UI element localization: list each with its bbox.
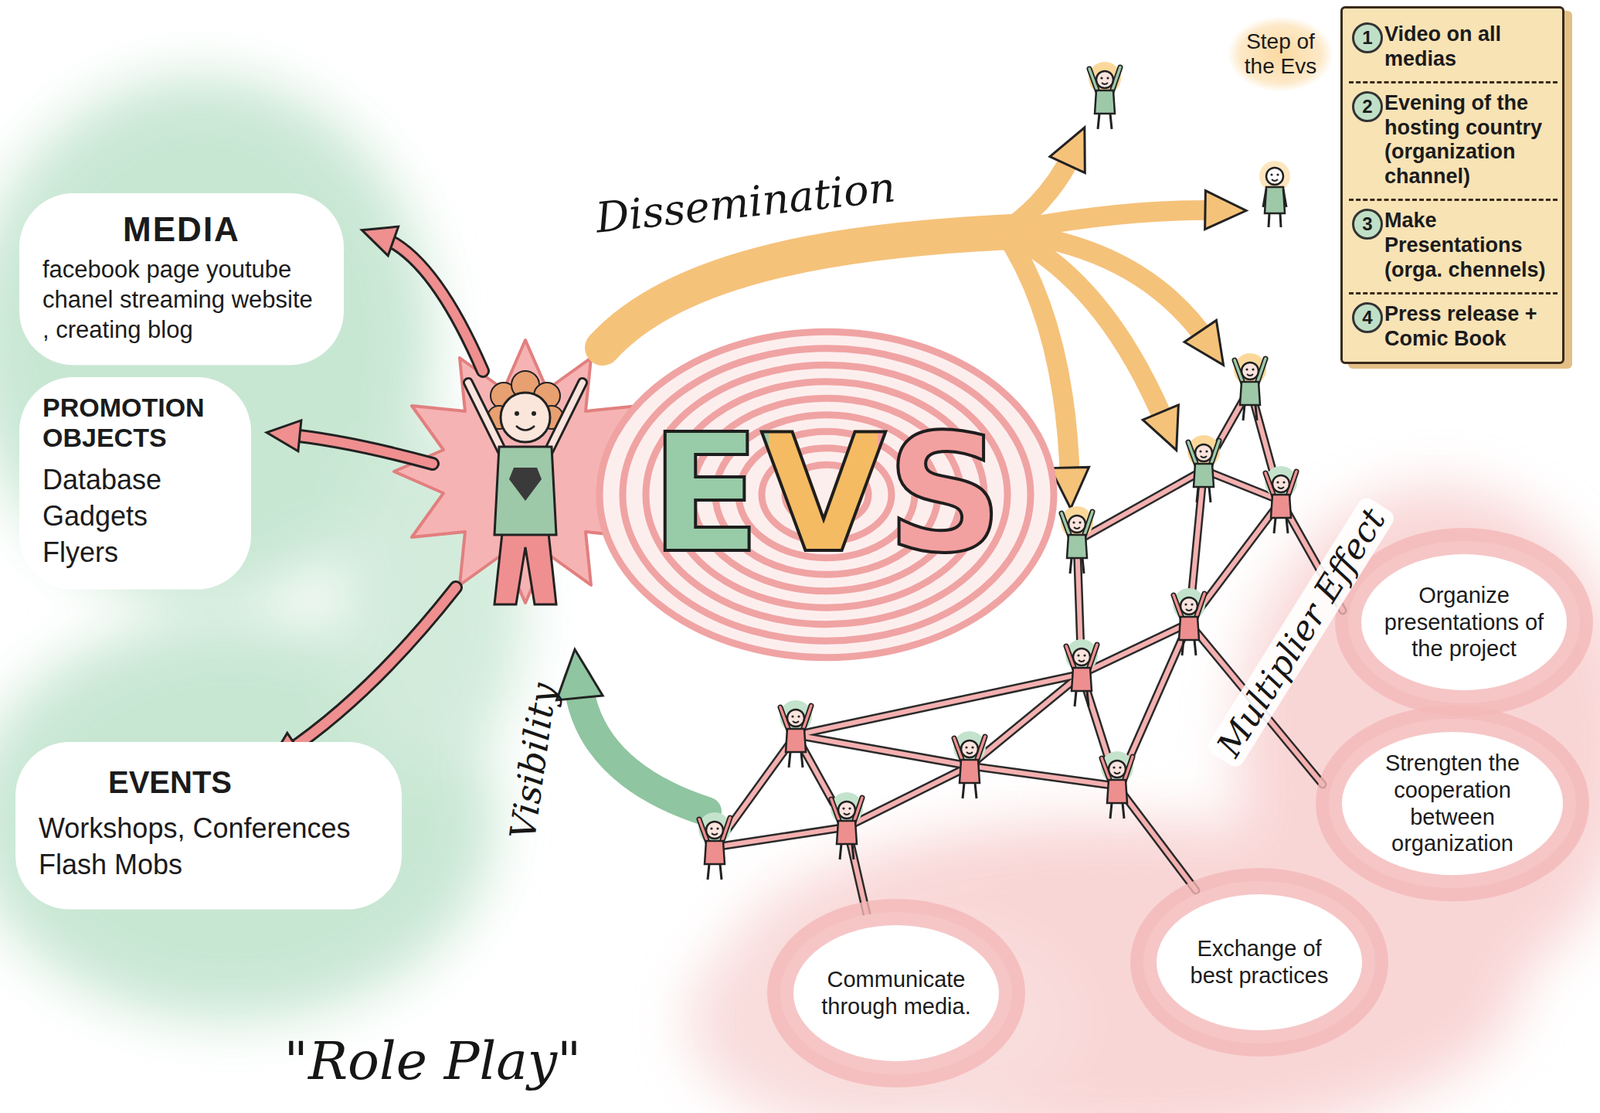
cloud-heading: PROMOTION OBJECTS	[42, 392, 228, 453]
goal-circle-shape	[1143, 880, 1376, 1043]
person-figure	[1233, 353, 1267, 421]
flow-label: Multiplier Effect	[1205, 494, 1398, 770]
goal-circle: Exchange of best practices	[1143, 880, 1376, 1043]
person-figure	[1172, 587, 1206, 656]
spiral-ring	[622, 348, 1031, 641]
step-number: 4	[1352, 302, 1383, 333]
glow-circle	[1348, 540, 1580, 704]
person-figure	[1065, 638, 1098, 707]
visibility-arrow	[577, 679, 707, 812]
goal-circle-shape	[1328, 718, 1577, 888]
person-figure	[698, 811, 731, 880]
sheet-title: "Role Play"	[276, 1029, 590, 1091]
goal-text: Communicate through media.	[815, 965, 978, 1020]
person-figure	[1187, 434, 1220, 503]
promotion-cloud: PROMOTION OBJECTS Database Gadgets Flyers	[19, 377, 252, 590]
goal-text: Strengten the cooperation between organi…	[1363, 749, 1542, 857]
cloud-heading: EVENTS	[38, 764, 379, 800]
media-cloud: MEDIA facebook page youtube chanel stream…	[19, 193, 344, 365]
pink-arrow	[284, 587, 456, 754]
goal-text: Organize presentations of the project	[1382, 581, 1546, 663]
glow-circle	[1328, 718, 1577, 888]
goal-circle: Strengten the cooperation between organi…	[1328, 718, 1577, 888]
background-wash	[687, 903, 1090, 1113]
goal-circle-shape	[780, 911, 1013, 1074]
flow-label: Dissemination	[585, 161, 906, 243]
hero-burst	[394, 339, 657, 603]
step-number: 1	[1352, 22, 1383, 54]
step-text: Evening of the hosting country (organiza…	[1384, 91, 1553, 190]
visibility-arrow	[577, 679, 707, 812]
step-text: Press release + Comic Book	[1384, 302, 1553, 352]
hero-figure	[468, 382, 583, 455]
hero-figure	[468, 370, 583, 605]
pink-arrow	[285, 434, 433, 464]
cloud-shape	[19, 193, 344, 365]
step-text: Video on all medias	[1384, 22, 1553, 72]
hero-figure	[514, 411, 520, 416]
person-figure	[1100, 750, 1134, 819]
hero-figure	[509, 467, 542, 501]
spiral-ring	[599, 331, 1054, 657]
flow-label: Visibility	[500, 672, 567, 850]
step-item: 4Press release + Comic Book	[1348, 294, 1558, 361]
goal-circle: Communicate through media.	[780, 911, 1013, 1074]
person-figure	[779, 699, 812, 768]
person-figure	[1264, 465, 1298, 534]
step-item: 2Evening of the hosting country (organiz…	[1348, 83, 1558, 201]
evs-circle: EVS	[594, 328, 1059, 661]
person-figure	[1060, 506, 1094, 574]
step-number: 2	[1352, 91, 1383, 123]
person-figure	[1259, 160, 1291, 228]
step-item: 1Video on all medias	[1348, 14, 1558, 84]
person-figure	[830, 791, 863, 860]
hero-figure	[516, 425, 535, 431]
step-board: 1Video on all medias2Evening of the host…	[1340, 6, 1565, 364]
background-wash	[0, 77, 1600, 1113]
cloud-text: Database Gadgets Flyers	[42, 461, 228, 571]
hero-figure	[531, 411, 537, 416]
evs-title: EVS	[645, 413, 1008, 576]
cloud-text: Workshops, Conferences Flash Mobs	[38, 810, 379, 884]
pink-arrow	[284, 236, 483, 754]
cloud-shape	[19, 377, 252, 590]
cloud-shape	[15, 741, 402, 910]
glow-circle	[780, 911, 1013, 1074]
step-number: 3	[1352, 208, 1383, 240]
step-text: Make Presentations (orga. chennels)	[1384, 208, 1553, 283]
steps-panel: Step of the Evs1Video on all medias2Even…	[1228, 6, 1592, 371]
events-cloud: EVENTS Workshops, Conferences Flash Mobs	[15, 741, 402, 910]
step-item: 3Make Presentations (orga. chennels)	[1348, 200, 1558, 295]
pink-arrow	[380, 236, 483, 371]
person-figure	[1088, 61, 1122, 130]
goal-circle: Organize presentations of the project	[1348, 540, 1580, 704]
panel-heading: Step of the Evs	[1228, 16, 1333, 92]
pink-arrow	[285, 434, 433, 464]
hero-figure	[494, 533, 557, 605]
glow-circle	[1143, 880, 1376, 1043]
goal-text: Exchange of best practices	[1178, 934, 1341, 989]
spiral-ring	[645, 364, 1008, 624]
hero-figure	[500, 392, 551, 442]
dissemination-arrow	[602, 231, 1013, 348]
pink-arrow	[284, 587, 456, 754]
hero-burst	[394, 339, 657, 603]
cloud-text: facebook page youtube chanel streaming w…	[42, 254, 321, 345]
pink-arrow	[380, 236, 483, 371]
dissemination-arrow	[1004, 231, 1071, 483]
person-figure	[953, 730, 986, 799]
hero-figure	[494, 446, 557, 535]
hero-figure	[468, 382, 583, 455]
cloud-heading: MEDIA	[42, 210, 321, 249]
